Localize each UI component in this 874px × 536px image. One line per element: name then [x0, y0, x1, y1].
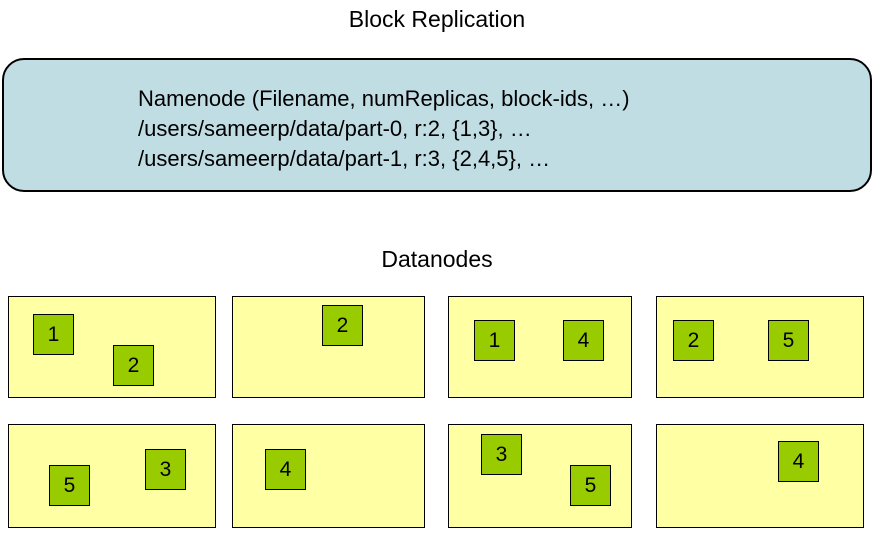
namenode-text: Namenode (Filename, numReplicas, block-i…	[138, 84, 630, 174]
block-1: 1	[474, 320, 515, 361]
block-4: 4	[265, 449, 306, 490]
datanode-8: 4	[656, 424, 864, 528]
datanode-3: 1 4	[448, 296, 632, 398]
datanodes-heading: Datanodes	[381, 246, 493, 272]
block-4: 4	[563, 320, 604, 361]
datanode-7: 3 5	[448, 424, 632, 528]
block-4: 4	[778, 441, 819, 482]
block-2: 2	[673, 320, 714, 361]
block-1: 1	[33, 314, 74, 355]
datanode-6: 4	[232, 424, 425, 528]
namenode-file-entry-part-1: /users/sameerp/data/part-1, r:3, {2,4,5}…	[138, 146, 551, 171]
namenode-file-entry-part-0: /users/sameerp/data/part-0, r:2, {1,3}, …	[138, 116, 532, 141]
block-5: 5	[768, 320, 809, 361]
block-3: 3	[481, 434, 522, 475]
block-3: 3	[145, 449, 186, 490]
datanode-5: 5 3	[8, 424, 216, 528]
block-2: 2	[113, 345, 154, 386]
datanode-2: 2	[232, 296, 425, 398]
datanode-1: 1 2	[8, 296, 216, 398]
page-title: Block Replication	[348, 6, 526, 32]
block-2: 2	[322, 305, 363, 346]
namenode-box: Namenode (Filename, numReplicas, block-i…	[2, 58, 872, 192]
datanode-4: 2 5	[656, 296, 864, 398]
block-5: 5	[49, 465, 90, 506]
block-5: 5	[570, 465, 611, 506]
namenode-header-line: Namenode (Filename, numReplicas, block-i…	[138, 86, 630, 111]
